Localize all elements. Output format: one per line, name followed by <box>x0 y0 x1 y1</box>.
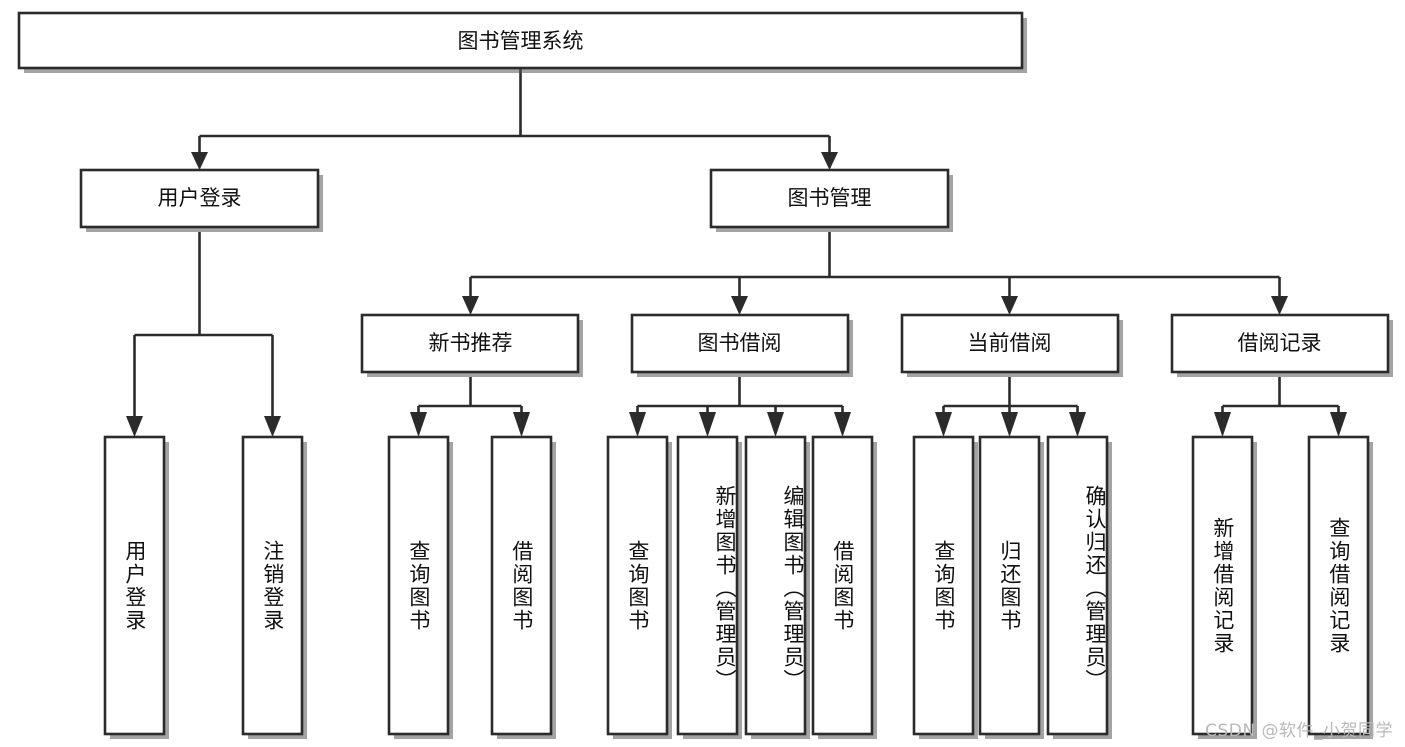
node-book-borrow-label: 图书借阅 <box>698 331 782 355</box>
edges-layer <box>126 68 1347 437</box>
node-leaf-user-logout[interactable] <box>241 435 304 736</box>
arrow-leaf-user-login <box>126 416 143 437</box>
node-root[interactable] <box>17 11 1024 70</box>
node-current-borrow[interactable] <box>900 313 1120 374</box>
node-leaf-query-book-3[interactable] <box>912 435 975 736</box>
nodes-layer: 图书管理系统 用户登录 图书管理 新书推荐 图书借阅 当前借阅 借阅记录 <box>17 11 1393 739</box>
arrow-leaf-add-book <box>699 412 716 437</box>
node-leaf-confirm-return[interactable] <box>1046 435 1109 736</box>
node-borrow-record-label: 借阅记录 <box>1238 331 1322 355</box>
arrow-leaf-borrow-book-2 <box>834 412 851 437</box>
arrow-current-borrow <box>1001 296 1018 315</box>
node-leaf-query-book-1[interactable] <box>387 435 450 736</box>
arrow-leaf-add-record <box>1214 412 1231 437</box>
arrow-leaf-borrow-book-1 <box>513 412 530 437</box>
arrow-new-book <box>462 296 479 315</box>
arrow-leaf-query-record <box>1330 412 1347 437</box>
node-new-book-recommend-label: 新书推荐 <box>429 331 513 355</box>
node-borrow-record[interactable] <box>1170 313 1390 374</box>
node-leaf-borrow-book-1[interactable] <box>490 435 553 736</box>
node-user-login-label: 用户登录 <box>158 186 242 210</box>
arrow-book-borrow <box>731 296 748 315</box>
arrow-borrow-record <box>1271 296 1288 315</box>
node-leaf-borrow-book-2[interactable] <box>811 435 874 736</box>
node-leaf-add-record[interactable] <box>1191 435 1254 736</box>
arrow-user-login <box>191 152 208 170</box>
node-leaf-query-book-2[interactable] <box>606 435 669 736</box>
arrow-leaf-query-book-3 <box>935 412 952 437</box>
node-leaf-user-login[interactable] <box>103 435 166 736</box>
arrow-book-manage <box>821 152 838 170</box>
node-leaf-edit-book[interactable] <box>744 435 807 736</box>
arrow-leaf-confirm-return <box>1069 412 1086 437</box>
arrow-leaf-user-logout <box>264 416 281 437</box>
node-book-manage-label: 图书管理 <box>788 186 872 210</box>
arrow-leaf-query-book-2 <box>629 412 646 437</box>
node-leaf-add-book[interactable] <box>676 435 739 736</box>
node-root-label: 图书管理系统 <box>458 29 584 53</box>
node-book-manage[interactable] <box>709 168 950 229</box>
node-book-borrow[interactable] <box>630 313 850 374</box>
node-leaf-return-book[interactable] <box>978 435 1041 736</box>
arrow-leaf-query-book-1 <box>410 412 427 437</box>
node-new-book-recommend[interactable] <box>360 313 580 374</box>
csdn-watermark: CSDN @软件_小贺同学 <box>1205 721 1393 741</box>
node-user-login[interactable] <box>79 168 320 229</box>
node-leaf-query-record[interactable] <box>1307 435 1370 736</box>
node-current-borrow-label: 当前借阅 <box>968 331 1052 355</box>
arrow-leaf-return-book <box>1001 412 1018 437</box>
arrow-leaf-edit-book <box>767 412 784 437</box>
